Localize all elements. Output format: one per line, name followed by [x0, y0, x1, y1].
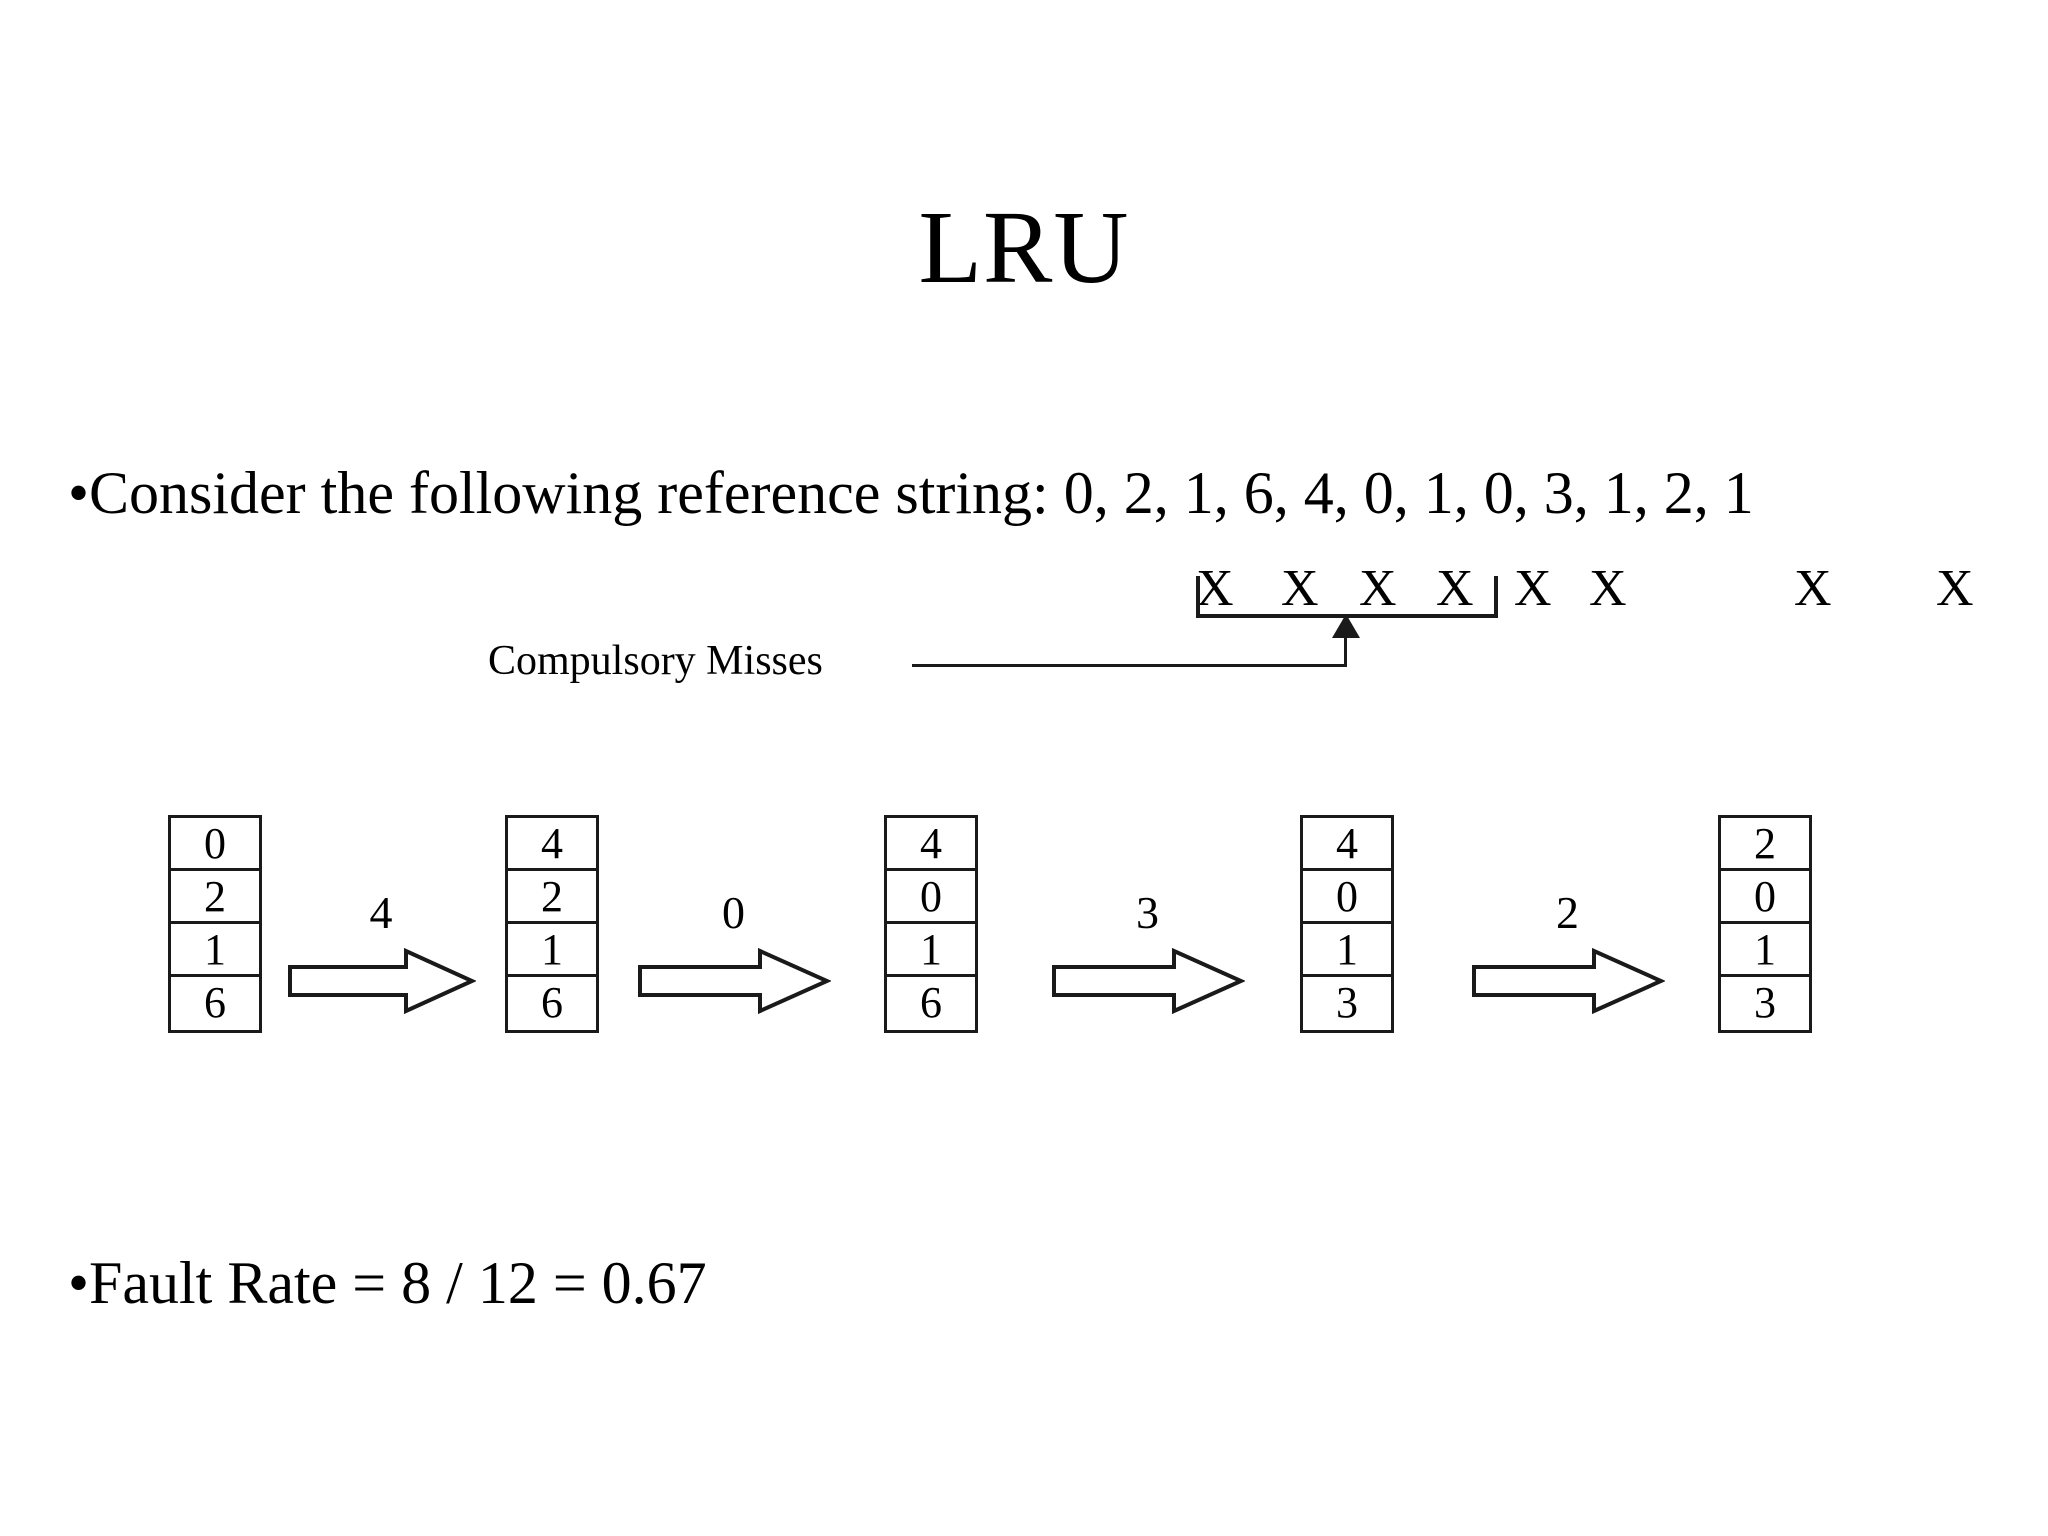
frame-stack: 2 0 1 3: [1718, 815, 1812, 1033]
frame-cell: 3: [1336, 978, 1358, 1027]
bullet-marker: •: [68, 1250, 90, 1316]
frame-stack: 4 0 1 3: [1300, 815, 1394, 1033]
transition-label: 0: [722, 887, 745, 938]
miss-mark: X: [1359, 560, 1397, 617]
frame-cell: 1: [887, 924, 975, 977]
transition-label: 3: [1136, 887, 1159, 938]
frame-cell: 6: [920, 978, 942, 1027]
frame-cell: 1: [171, 924, 259, 977]
callout-leader-stem: [1344, 630, 1347, 666]
miss-mark: X: [1196, 560, 1234, 617]
frame-cell: 1: [1721, 924, 1809, 977]
frame-cell: 2: [171, 871, 259, 924]
miss-mark: X: [1436, 560, 1474, 617]
bullet-fault-rate: •Fault Rate = 8 / 12 = 0.67: [68, 1253, 707, 1313]
frame-cell: 4: [508, 818, 596, 871]
block-arrow-right-icon: [1472, 947, 1665, 1015]
block-arrow-right-icon: [288, 947, 476, 1015]
callout-arrowhead-icon: [1332, 614, 1360, 638]
bullet-fault-rate-text: Fault Rate = 8 / 12 = 0.67: [89, 1250, 707, 1316]
frame-cell: 0: [1303, 871, 1391, 924]
compulsory-misses-bracket: [1196, 576, 1498, 618]
frame-cell: 2: [1721, 818, 1809, 871]
frame-cell: 3: [1754, 978, 1776, 1027]
frame-cell: 0: [887, 871, 975, 924]
frame-cell: 1: [508, 924, 596, 977]
miss-mark: X: [1281, 560, 1319, 617]
frame-cell: 4: [1303, 818, 1391, 871]
frame-stack: 0 2 1 6: [168, 815, 262, 1033]
miss-mark: X: [1936, 560, 1974, 617]
frame-cell: 0: [171, 818, 259, 871]
frame-cell: 6: [204, 978, 226, 1027]
callout-leader-line: [912, 664, 1347, 667]
block-arrow-right-icon: [1052, 947, 1245, 1015]
compulsory-misses-label: Compulsory Misses: [488, 638, 823, 684]
transition-label: 2: [1556, 887, 1579, 938]
transition-label: 4: [369, 887, 393, 938]
frame-stack: 4 0 1 6: [884, 815, 978, 1033]
frame-cell: 0: [1721, 871, 1809, 924]
block-arrow-right-icon: [638, 947, 831, 1015]
bullet-reference-string-text: Consider the following reference string:…: [89, 460, 1754, 526]
bullet-marker: •: [68, 460, 90, 526]
frame-cell: 2: [508, 871, 596, 924]
miss-mark: X: [1589, 560, 1627, 617]
bullet-reference-string: •Consider the following reference string…: [68, 463, 1754, 523]
frame-stack: 4 2 1 6: [505, 815, 599, 1033]
miss-mark: X: [1514, 560, 1552, 617]
frame-cell: 6: [541, 978, 563, 1027]
miss-mark: X: [1794, 560, 1832, 617]
frame-cell: 4: [887, 818, 975, 871]
frame-cell: 1: [1303, 924, 1391, 977]
page-title: LRU: [918, 190, 1130, 305]
